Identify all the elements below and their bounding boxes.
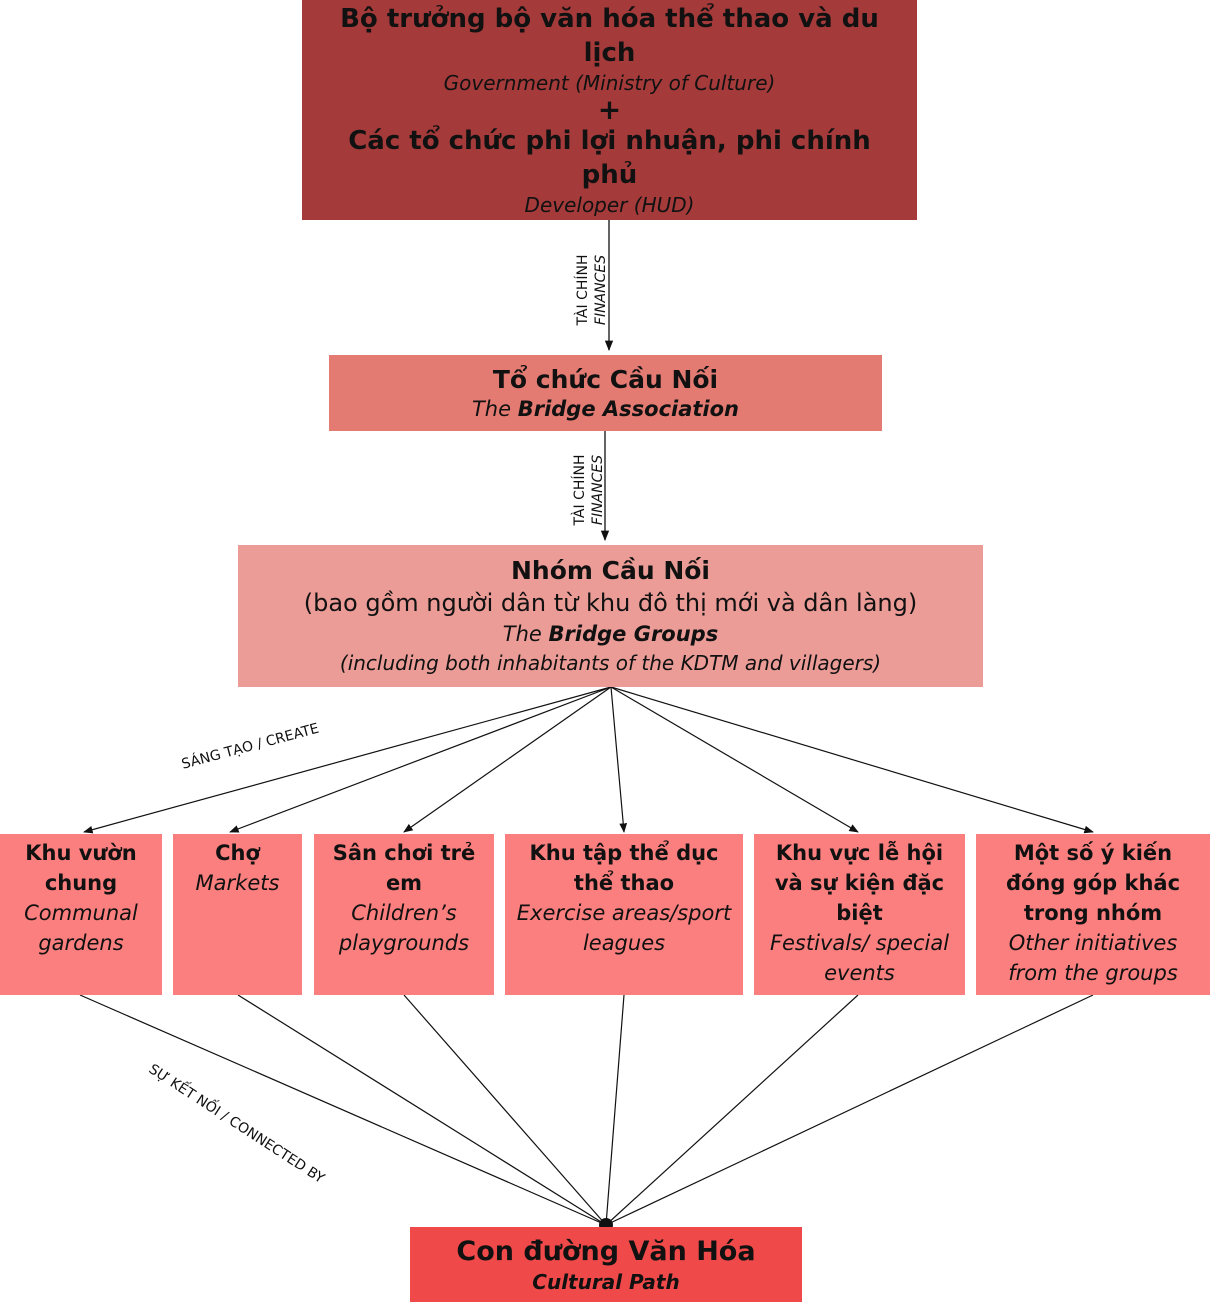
- initiative-title: Sân chơi trẻ em: [332, 841, 476, 895]
- groups-title: Nhóm Cầu Nối: [510, 556, 711, 585]
- finance-label-vi: TÀI CHÍNH: [575, 254, 591, 326]
- finance-label-en: FINANCES: [593, 254, 609, 326]
- plus-sign: +: [597, 93, 622, 126]
- association-title: Tổ chức Cầu Nối: [492, 365, 719, 394]
- initiative-title-en: Other initiatives from the groups: [1008, 931, 1178, 985]
- connect-line-5: [605, 994, 859, 1226]
- initiative-other: Một số ý kiến đóng góp khác trong nhóm O…: [976, 834, 1210, 995]
- initiative-title-en: Markets: [195, 871, 280, 895]
- initiative-festivals: Khu vực lễ hội và sự kiện đặc biệt Festi…: [754, 834, 965, 995]
- initiative-title: Khu vườn chung: [25, 841, 137, 895]
- connect-lines: [79, 994, 1094, 1226]
- ngo-title: Các tổ chức phi lợi nhuận, phi chính phủ: [348, 126, 871, 190]
- create-arrows: [83, 686, 1094, 834]
- government-title-en: Government (Ministry of Culture): [443, 71, 776, 95]
- connect-line-1: [79, 994, 607, 1226]
- create-arrow-3: [403, 686, 612, 833]
- finance-label-vi: TÀI CHÍNH: [572, 454, 588, 526]
- government-title: Bộ trưởng bộ văn hóa thể thao và du lịch: [340, 4, 879, 68]
- finance-label-en: FINANCES: [590, 454, 606, 526]
- initiative-markets: Chợ Markets: [173, 834, 302, 995]
- path-title-en: Cultural Path: [532, 1269, 680, 1294]
- initiative-title-en: Children’s playgrounds: [338, 901, 470, 955]
- create-arrow-6: [610, 686, 1094, 834]
- bridge-groups-box: Nhóm Cầu Nối (bao gồm người dân từ khu đ…: [238, 545, 983, 687]
- connect-line-3: [403, 994, 607, 1226]
- initiative-title: Chợ: [215, 841, 260, 865]
- finance-label-2: TÀI CHÍNH FINANCES: [571, 430, 607, 550]
- initiative-title: Khu tập thể dục thể thao: [529, 841, 719, 895]
- association-en-prefix: The: [471, 397, 512, 421]
- bridge-association-box: Tổ chức Cầu Nối The Bridge Association: [329, 355, 882, 431]
- finance-label-1: TÀI CHÍNH FINANCES: [574, 230, 610, 350]
- initiative-title: Khu vực lễ hội và sự kiện đặc biệt: [774, 841, 945, 925]
- connect-line-4: [605, 994, 625, 1226]
- initiative-playgrounds: Sân chơi trẻ em Children’s playgrounds: [314, 834, 494, 995]
- create-arrow-4: [610, 686, 628, 833]
- create-arrow-5: [610, 686, 859, 833]
- initiative-communal-gardens: Khu vườn chung Communal gardens: [0, 834, 162, 995]
- association-en-name: Bridge Association: [517, 397, 740, 421]
- initiative-title: Một số ý kiến đóng góp khác trong nhóm: [1005, 841, 1181, 925]
- ngo-title-en: Developer (HUD): [524, 193, 695, 217]
- groups-desc-en: (including both inhabitants of the KDTM …: [339, 651, 882, 675]
- groups-desc: (bao gồm người dân từ khu đô thị mới và …: [303, 589, 918, 617]
- connect-line-2: [237, 994, 607, 1226]
- initiative-exercise-areas: Khu tập thể dục thể thao Exercise areas/…: [505, 834, 743, 995]
- path-title: Con đường Văn Hóa: [456, 1235, 756, 1267]
- groups-en-name: Bridge Groups: [548, 622, 719, 646]
- connect-line-6: [605, 994, 1094, 1226]
- create-arrow-2: [229, 686, 612, 833]
- groups-en-prefix: The: [502, 622, 542, 646]
- initiative-title-en: Communal gardens: [24, 901, 138, 955]
- initiative-title-en: Exercise areas/sport leagues: [516, 901, 732, 955]
- initiative-title-en: Festivals/ special events: [769, 931, 950, 985]
- cultural-path-box: Con đường Văn Hóa Cultural Path: [410, 1227, 802, 1302]
- create-arrow-1: [83, 686, 612, 834]
- government-box: Bộ trưởng bộ văn hóa thể thao và du lịch…: [302, 0, 917, 220]
